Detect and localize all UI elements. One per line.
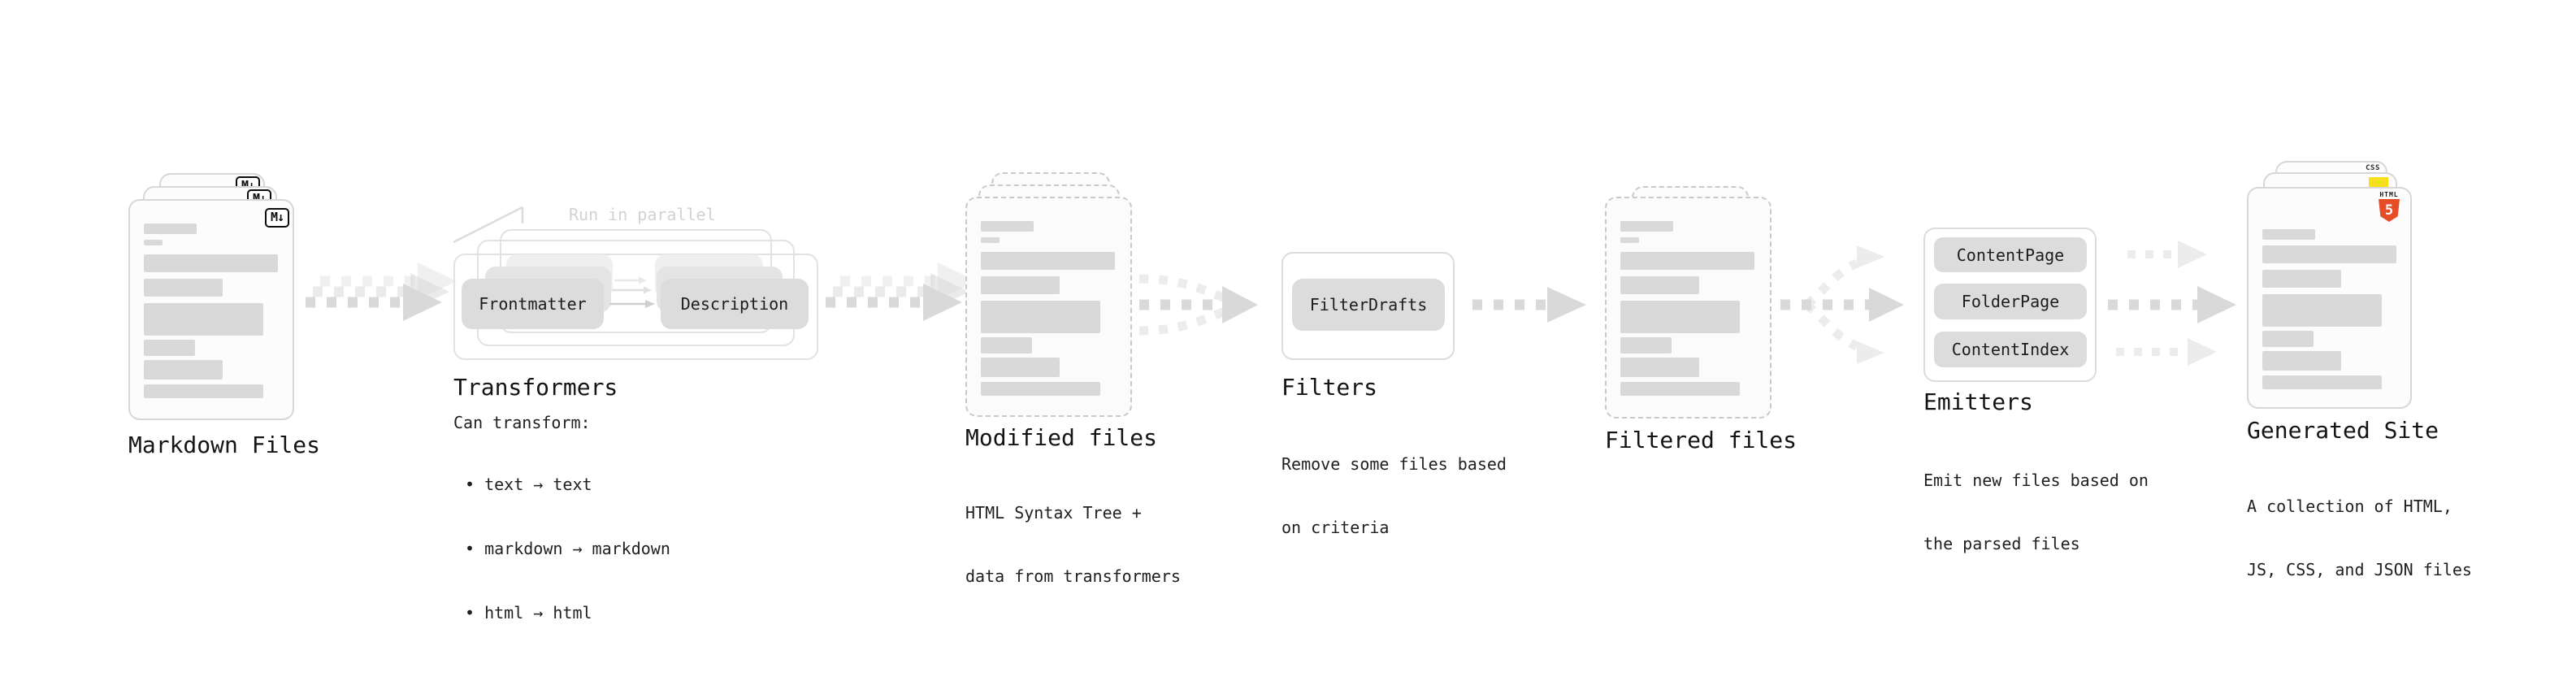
parallel-arrows-icon	[609, 276, 655, 308]
transformers-desc-title: Can transform:	[453, 413, 591, 432]
subtitle-line: HTML Syntax Tree +	[965, 503, 1142, 523]
subtitle-line: on criteria	[1281, 518, 1390, 537]
subtitle-line: Remove some files based	[1281, 454, 1507, 474]
html5-word: HTML	[2379, 191, 2399, 198]
emitters-subtitle: Emit new files based on the parsed files	[1923, 427, 2149, 596]
subtitle-line: JS, CSS, and JSON files	[2247, 560, 2472, 579]
arrow-markdown-to-transformers-icon	[306, 262, 457, 321]
filters-title: Filters	[1281, 374, 1378, 401]
html5-logo-icon: HTML 5	[2377, 191, 2401, 222]
markdown-files-title: Markdown Files	[128, 432, 321, 458]
run-in-parallel-label: Run in parallel	[569, 205, 716, 224]
transformer-layer-front	[453, 254, 818, 360]
bullet-item: • markdown → markdown	[465, 539, 670, 558]
bullet-item: • text → text	[465, 475, 592, 494]
generated-site-title: Generated Site	[2247, 417, 2439, 444]
modified-file-card	[965, 197, 1132, 417]
filtered-file-card	[1605, 197, 1772, 419]
folderpage-pill: FolderPage	[1934, 284, 2087, 319]
subtitle-line: the parsed files	[1923, 534, 2080, 553]
js-badge-icon	[2369, 177, 2388, 188]
generated-site-subtitle: A collection of HTML, JS, CSS, and JSON …	[2247, 453, 2472, 622]
bullet-item: • html → html	[465, 603, 592, 622]
arrow-filters-to-filtered-icon	[1472, 287, 1586, 323]
filters-subtitle: Remove some files based on criteria	[1281, 411, 1507, 580]
markdown-icon: M↓	[264, 208, 289, 228]
frontmatter-pill: Frontmatter	[462, 279, 604, 329]
emitters-title: Emitters	[1923, 388, 2033, 415]
arrow-modified-to-filters-icon	[1138, 274, 1258, 336]
callout-line-icon	[453, 206, 524, 244]
filtered-files-title: Filtered files	[1605, 427, 1798, 453]
modified-files-subtitle: HTML Syntax Tree + data from transformer…	[965, 460, 1181, 629]
contentindex-pill: ContentIndex	[1934, 332, 2087, 367]
filterdrafts-pill: FilterDrafts	[1292, 279, 1445, 331]
subtitle-line: data from transformers	[965, 566, 1181, 586]
subtitle-line: A collection of HTML,	[2247, 497, 2452, 516]
arrow-emitters-to-generated-icon	[2108, 241, 2236, 366]
html5-number: 5	[2384, 202, 2394, 219]
generated-file-card: HTML 5	[2247, 187, 2412, 409]
subtitle-line: Emit new files based on	[1923, 471, 2149, 490]
arrow-filtered-to-emitters-icon	[1780, 245, 1904, 364]
doc-text-lines	[981, 221, 1118, 407]
contentpage-pill: ContentPage	[1934, 237, 2087, 272]
arrow-transformers-to-modified-icon	[826, 262, 977, 321]
transformers-bullet-list: • text → text • markdown → markdown • ht…	[465, 432, 670, 666]
doc-text-lines	[1620, 221, 1758, 409]
doc-text-lines	[2262, 229, 2398, 399]
modified-files-title: Modified files	[965, 424, 1158, 451]
description-pill: Description	[661, 279, 809, 329]
css-badge-label: CSS	[2366, 164, 2380, 172]
markdown-file-card: M↓	[128, 199, 294, 420]
transformers-title: Transformers	[453, 374, 618, 401]
doc-text-lines	[144, 223, 280, 410]
